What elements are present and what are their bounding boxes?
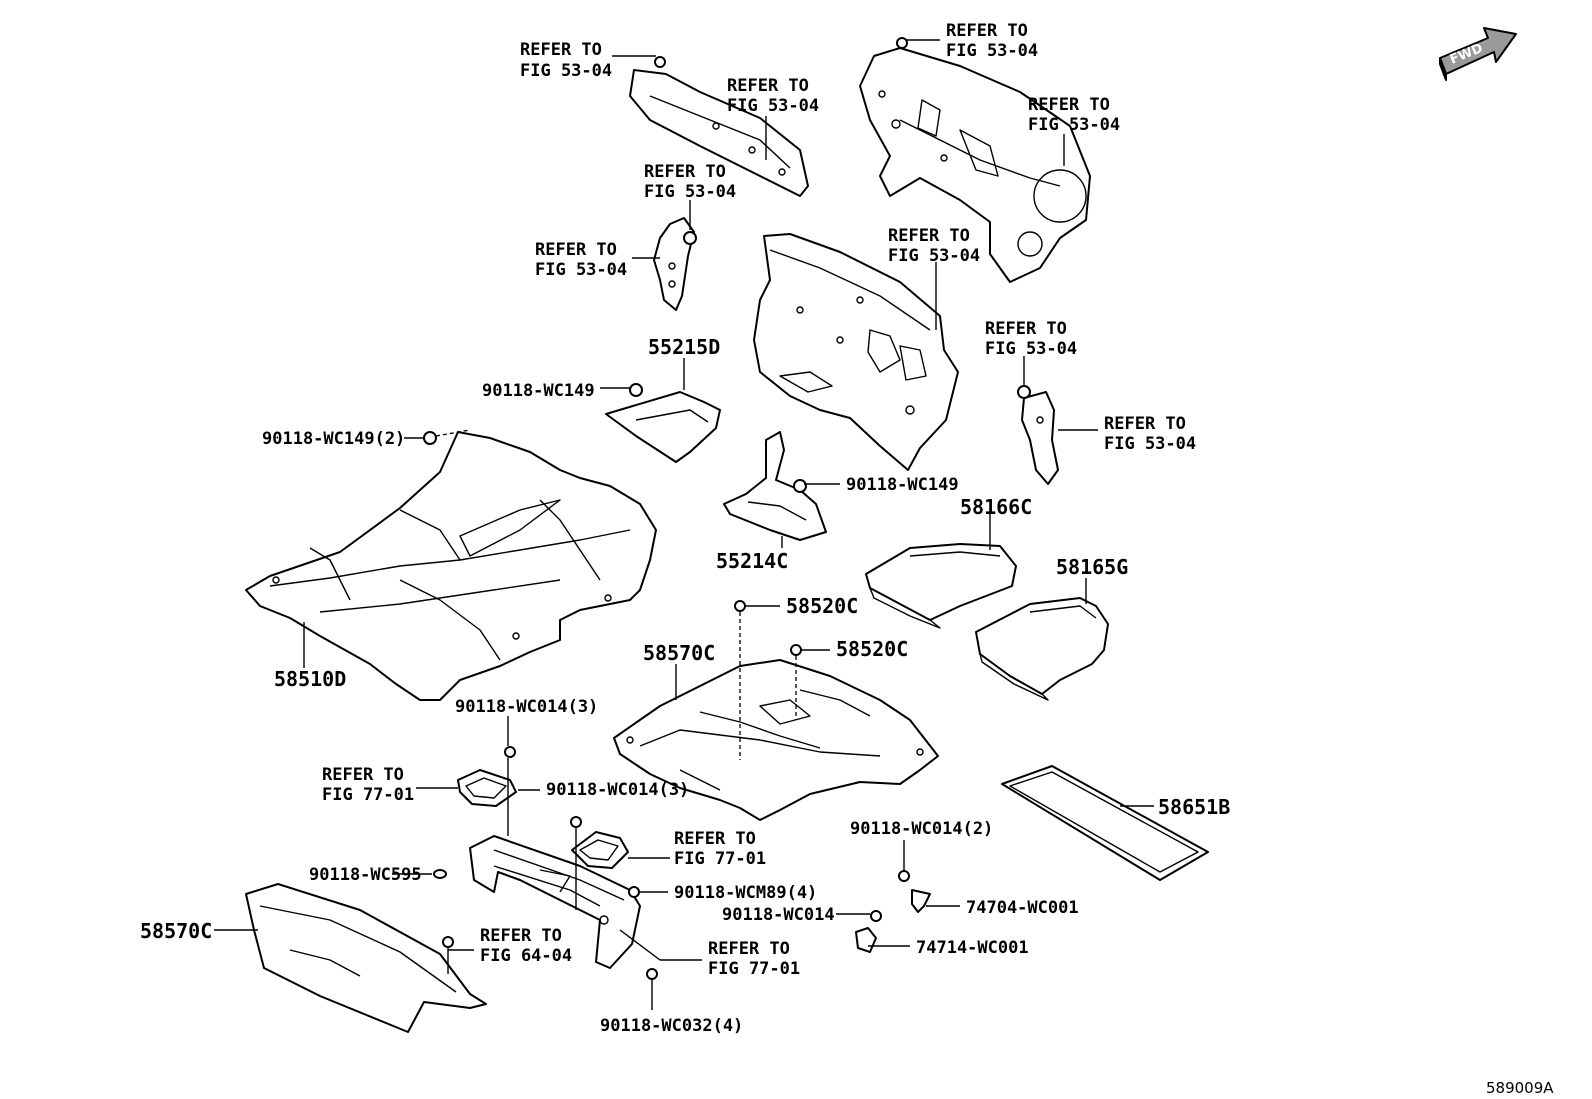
part-58166C (865, 543, 1017, 629)
clip-icon (734, 600, 746, 612)
clip-icon (628, 886, 640, 898)
fastener-label: 90118-WC149(2) (262, 429, 405, 449)
clip-icon (870, 910, 882, 922)
refer-fig-label: FIG 77-01 (708, 959, 800, 979)
part-55214C (723, 431, 827, 541)
clip-icon (570, 816, 582, 828)
dash-side-strip (629, 56, 809, 197)
leader-lines (214, 39, 1154, 1010)
fastener-label: 90118-WC014(3) (455, 697, 598, 717)
refer-label: REFER TO (888, 226, 970, 246)
refer-label: REFER TO (1028, 95, 1110, 115)
fastener-label: 74704-WC001 (966, 898, 1079, 918)
part-58165G (975, 597, 1109, 701)
clip-icon (1017, 385, 1031, 399)
clip-icon (433, 869, 447, 879)
clip-icon (504, 746, 516, 758)
refer-label: REFER TO (535, 240, 617, 260)
refer-label: REFER TO (322, 765, 404, 785)
fastener-label: 90118-WC014(2) (850, 819, 993, 839)
fastener-label: 90118-WCM89(4) (674, 883, 817, 903)
clip-icon (790, 644, 802, 656)
part-number-58520C: 58520C (786, 594, 858, 618)
fastener-label: 90118-WC032(4) (600, 1016, 743, 1036)
small-bracket-left (653, 217, 697, 311)
fastener-label: 90118-WC014 (722, 905, 835, 925)
hook-icon (855, 927, 877, 953)
clip-icon (654, 56, 666, 68)
part-number-58165G: 58165G (1056, 555, 1128, 579)
part-number-58570C: 58570C (140, 919, 212, 943)
dash-insulator-center (753, 233, 959, 471)
fastener-label: 90118-WC149 (846, 475, 959, 495)
callout-labels: REFER TO FIG 53-04 REFER TO FIG 53-04 RE… (140, 21, 1554, 1097)
dash-panel-upper (859, 37, 1091, 283)
refer-label: REFER TO (644, 162, 726, 182)
part-58651B-mat (1001, 765, 1209, 881)
part-number-58651B: 58651B (1158, 795, 1230, 819)
refer-fig-label: FIG 53-04 (644, 182, 736, 202)
refer-fig-label: FIG 53-04 (1104, 434, 1196, 454)
fastener-label: 90118-WC014(3) (546, 780, 689, 800)
fastener-label: 74714-WC001 (916, 938, 1029, 958)
part-58570C-floor-cover (613, 659, 939, 821)
refer-fig-label: FIG 53-04 (520, 61, 612, 81)
part-number-55215D: 55215D (648, 335, 720, 359)
rear-tray-frame (469, 835, 641, 969)
tray-right (571, 831, 629, 869)
clip-icon (896, 37, 908, 49)
refer-label: REFER TO (480, 926, 562, 946)
hook-icon (911, 889, 931, 913)
refer-fig-label: FIG 53-04 (946, 41, 1038, 61)
part-number-58570C: 58570C (643, 641, 715, 665)
refer-label: REFER TO (674, 829, 756, 849)
refer-fig-label: FIG 64-04 (480, 946, 572, 966)
refer-label: REFER TO (946, 21, 1028, 41)
part-number-58520C: 58520C (836, 637, 908, 661)
part-58570C-rear-cover (245, 883, 487, 1033)
fwd-arrow-icon: FWD (1439, 27, 1517, 81)
refer-fig-label: FIG 53-04 (535, 260, 627, 280)
clip-icon (442, 936, 454, 948)
refer-fig-label: FIG 53-04 (1028, 115, 1120, 135)
part-58510D-floor-carpet (245, 431, 657, 701)
part-number-58510D: 58510D (274, 667, 346, 691)
diagram-ref-number: 589009A (1486, 1079, 1554, 1097)
refer-label: REFER TO (985, 319, 1067, 339)
clip-icon (646, 968, 658, 980)
refer-fig-label: FIG 53-04 (888, 246, 980, 266)
refer-label: REFER TO (1104, 414, 1186, 434)
refer-label: REFER TO (727, 76, 809, 96)
refer-label: REFER TO (708, 939, 790, 959)
fastener-label: 90118-WC595 (309, 865, 422, 885)
part-55215D (605, 383, 721, 463)
refer-fig-label: FIG 53-04 (985, 339, 1077, 359)
clip-icon (898, 870, 910, 882)
refer-fig-label: FIG 77-01 (322, 785, 414, 805)
part-number-58166C: 58166C (960, 495, 1032, 519)
tray-left (457, 769, 517, 807)
refer-label: REFER TO (520, 40, 602, 60)
part-number-55214C: 55214C (716, 549, 788, 573)
small-bracket-right (1017, 385, 1059, 485)
refer-fig-label: FIG 53-04 (727, 96, 819, 116)
fastener-label: 90118-WC149 (482, 381, 595, 401)
refer-fig-label: FIG 77-01 (674, 849, 766, 869)
